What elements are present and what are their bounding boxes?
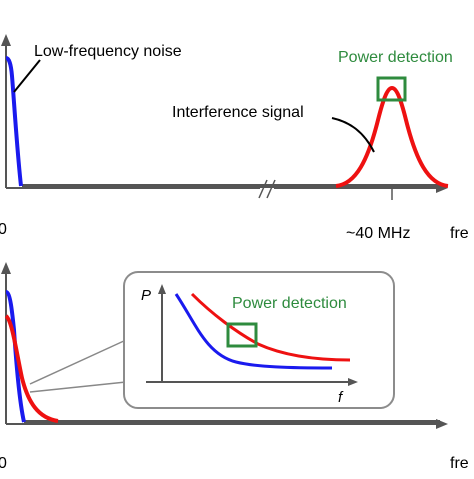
label-top-power-detection: Power detection bbox=[338, 49, 453, 66]
label-interference-signal: Interference signal bbox=[172, 104, 304, 121]
top-40mhz-label: ~40 MHz bbox=[346, 225, 410, 242]
top-x-origin-label: 0 bbox=[0, 221, 7, 238]
inset-noise-curve bbox=[174, 293, 333, 370]
bottom-x-axis-label: fre bbox=[450, 455, 469, 472]
inset-x-label: f bbox=[338, 389, 344, 406]
bottom-noise-curve bbox=[5, 290, 26, 423]
noise-label-leader bbox=[13, 59, 41, 93]
inset-panel: P f Power detection bbox=[123, 271, 395, 409]
inset-x-axis-arrow bbox=[348, 378, 358, 386]
zoom-line-lower bbox=[29, 381, 127, 393]
top-noise-curve bbox=[5, 56, 23, 187]
bottom-panel: P f Power detection 0 fre bbox=[0, 262, 469, 472]
inset-power-detection-box bbox=[226, 322, 258, 348]
inset-frame bbox=[123, 271, 395, 409]
bottom-x-origin-label: 0 bbox=[0, 455, 7, 472]
axis-break-symbol bbox=[258, 179, 276, 199]
top-panel: Low-frequency noise Interference signal … bbox=[0, 34, 469, 242]
zoom-line-upper bbox=[29, 339, 127, 385]
top-power-detection-box bbox=[376, 76, 407, 102]
bottom-signal-curve bbox=[4, 314, 59, 423]
label-inset-power-detection: Power detection bbox=[232, 295, 347, 312]
inset-y-label: P bbox=[141, 287, 151, 304]
inset-signal-curve bbox=[190, 292, 351, 362]
inset-y-axis-arrow bbox=[158, 284, 166, 294]
top-y-axis-arrow bbox=[1, 34, 11, 46]
top-x-axis-label: fre bbox=[450, 225, 469, 242]
top-signal-peak bbox=[335, 85, 449, 188]
bottom-y-axis-arrow bbox=[1, 262, 11, 274]
label-low-frequency-noise: Low-frequency noise bbox=[34, 43, 182, 60]
signal-label-leader bbox=[331, 117, 375, 153]
